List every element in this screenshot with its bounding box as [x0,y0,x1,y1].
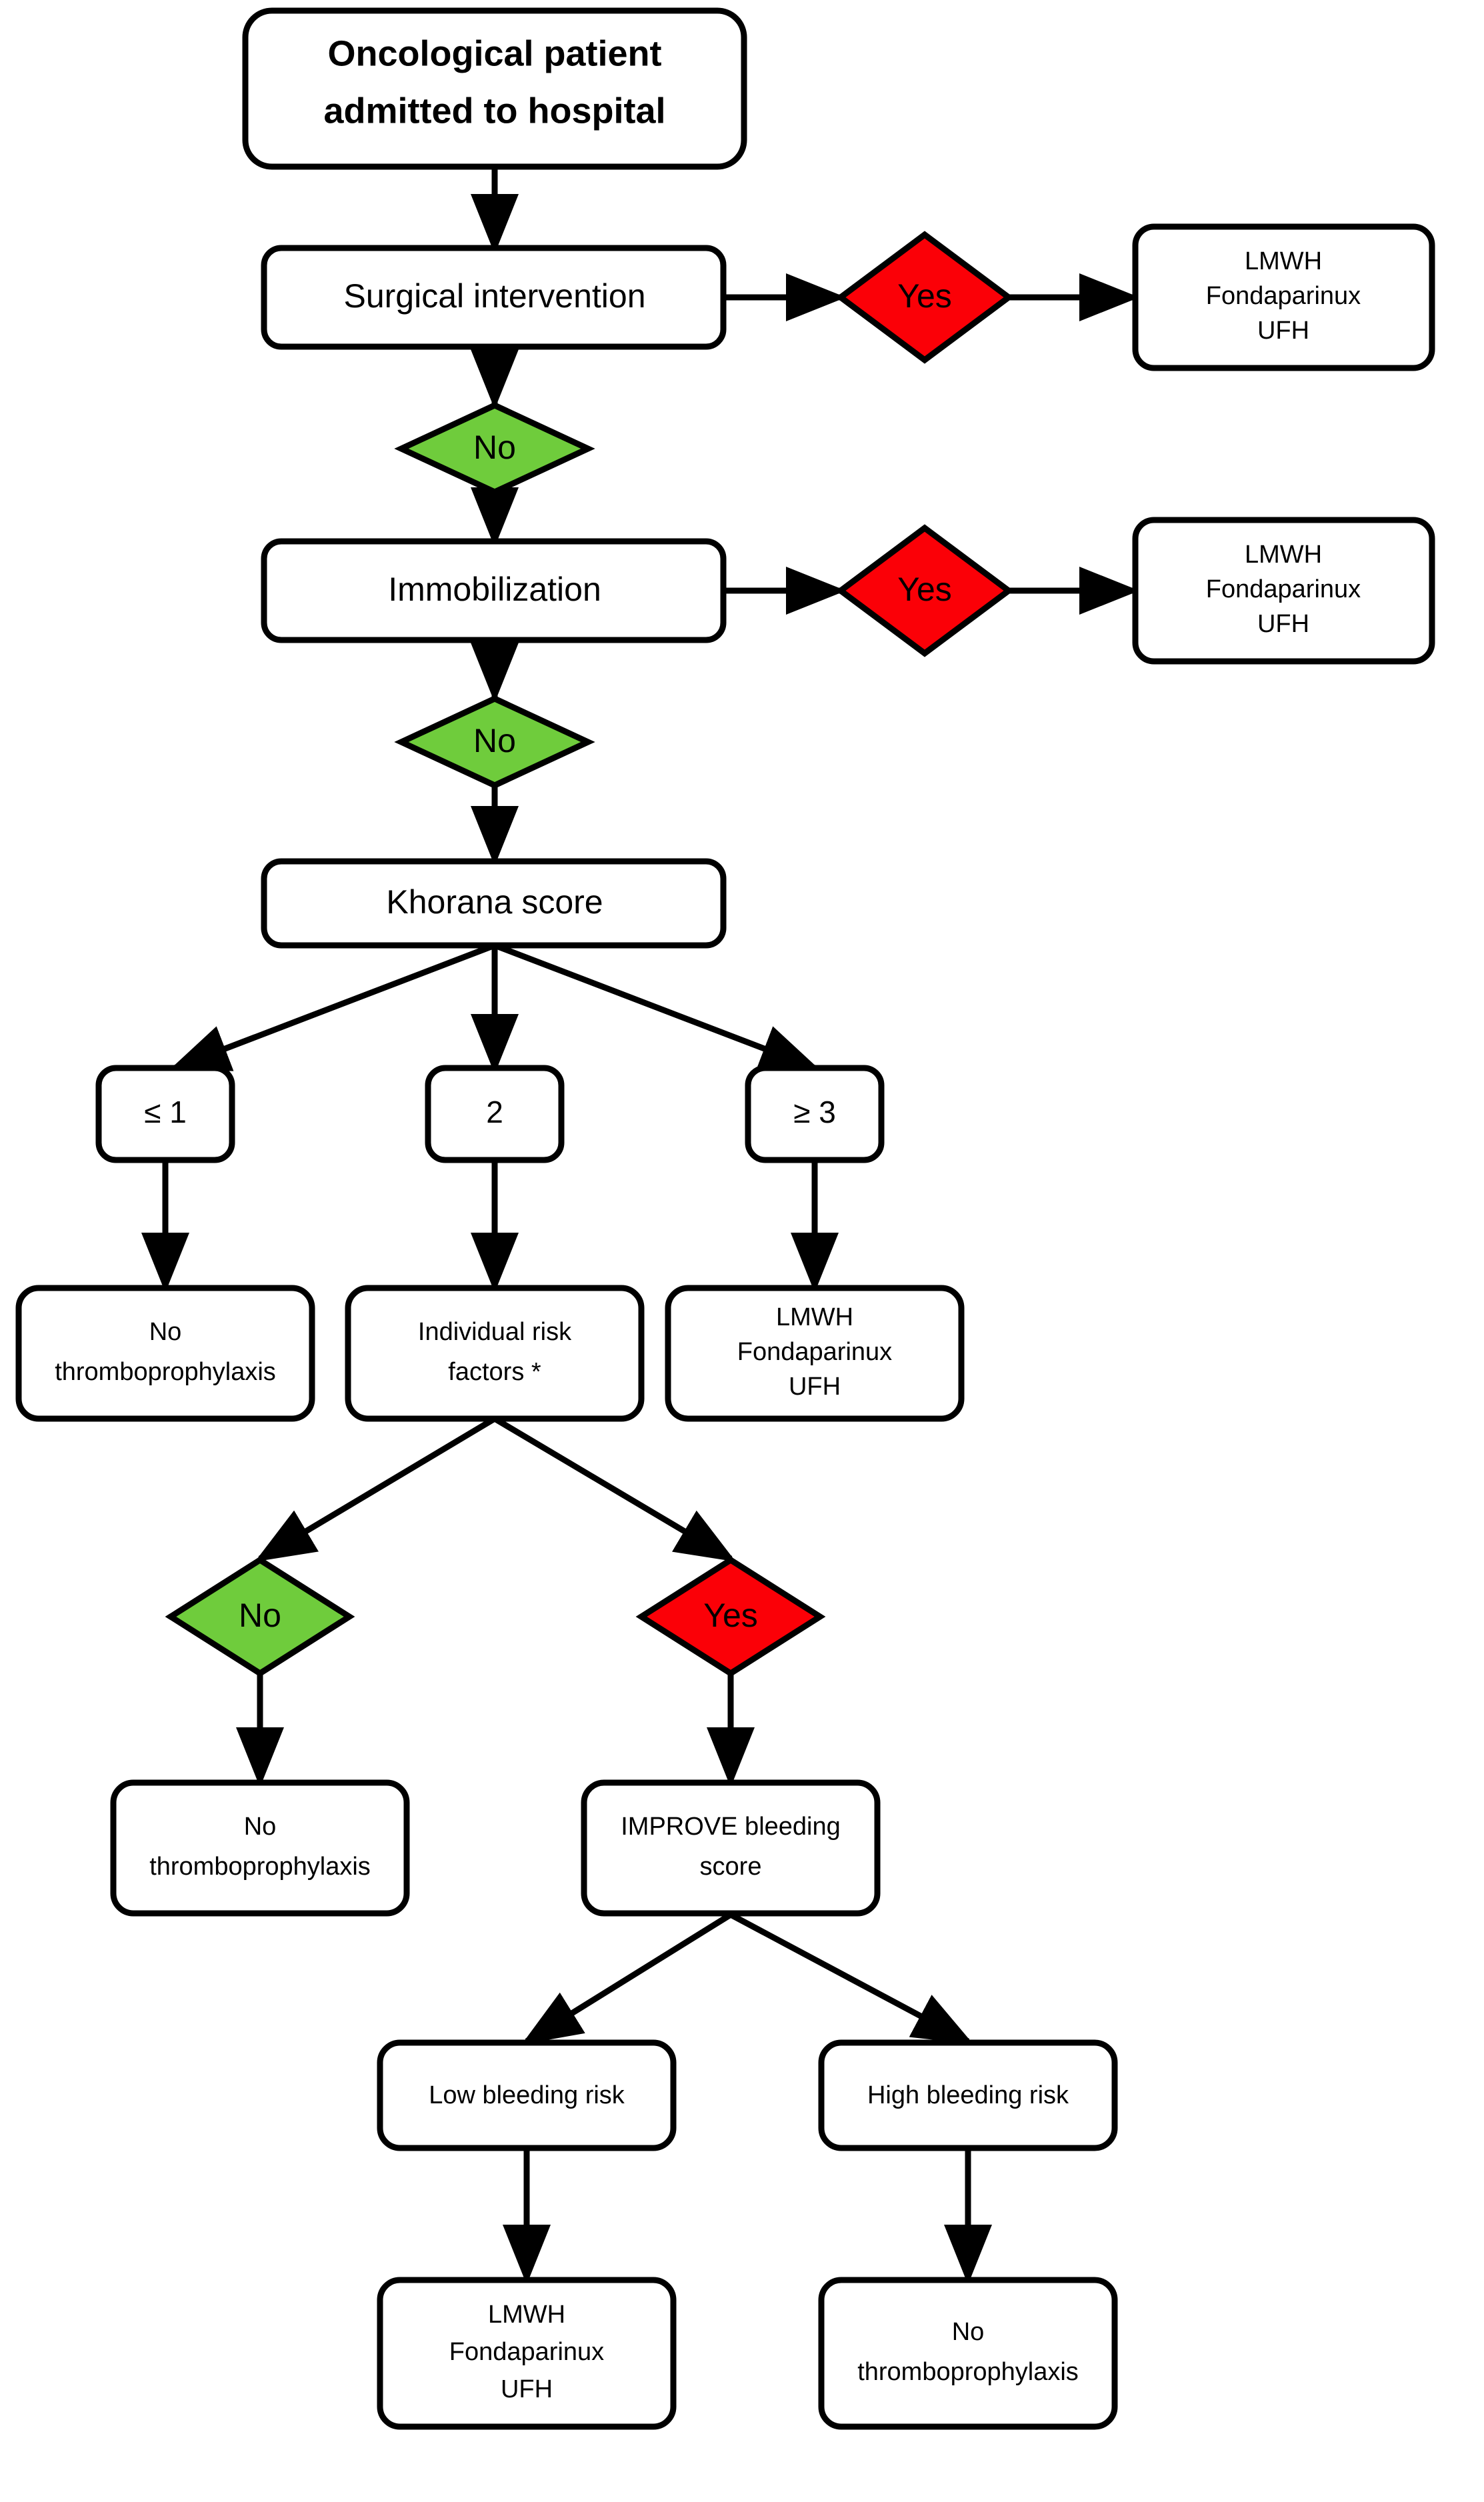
node-surgical-yes-diamond[interactable]: Yes [835,231,1014,364]
node-low-bleeding-outcome-line2: Fondaparinux [449,2338,604,2366]
edge-improve-to-low [521,1912,733,2045]
edge-khorana-to-high [493,942,821,1071]
node-high-score-outcome[interactable]: LMWH Fondaparinux UFH [665,1285,965,1422]
edge-improve-to-high [729,1912,973,2045]
node-immobilization-no-diamond[interactable]: No [394,695,595,789]
edge-riskfactors-to-no [255,1416,497,1562]
node-individual-risk-factors[interactable]: Individual risk factors * [345,1285,645,1422]
node-high-outcome-line1: LMWH [776,1303,853,1331]
node-improve-bleeding-score[interactable]: IMPROVE bleeding score [581,1779,881,1917]
node-surgical-no-label: No [473,429,516,466]
node-high-outcome-line2: Fondaparinux [737,1338,892,1366]
node-low-bleeding-outcome-line1: LMWH [488,2301,565,2329]
node-low-bleeding-risk[interactable]: Low bleeding risk [377,2039,677,2151]
node-immobilization-no-label: No [473,722,516,759]
node-surgical-treatment[interactable]: LMWH Fondaparinux UFH [1132,223,1435,371]
node-risk-factors-line2: factors * [448,1358,541,1386]
node-high-bleeding-outcome-line1: No [952,2318,985,2346]
node-immobilization-label: Immobilization [388,571,601,608]
edge-riskfactors-to-yes [493,1416,736,1562]
node-low-bleeding-outcome-line3: UFH [501,2375,553,2403]
node-risk-no-outcome-line2: thromboprophylaxis [149,1853,371,1881]
node-surgical-treatment-line3: UFH [1257,317,1309,345]
node-khorana-low-label: ≤ 1 [144,1095,187,1129]
node-risk-no-diamond[interactable]: No [165,1556,355,1677]
node-improve-line1: IMPROVE bleeding [621,1813,841,1841]
node-risk-no-label: No [239,1597,281,1634]
node-high-bleeding-label: High bleeding risk [867,2081,1069,2109]
node-start-line1: Oncological patient [327,33,661,73]
node-khorana-high[interactable]: ≥ 3 [745,1065,885,1163]
node-risk-no-outcome-line1: No [244,1813,277,1841]
node-immobilization-treatment-line3: UFH [1257,610,1309,638]
node-immobilization-yes-diamond[interactable]: Yes [835,524,1014,657]
node-high-bleeding-outcome-line2: thromboprophylaxis [857,2358,1079,2386]
node-surgical-no-diamond[interactable]: No [394,402,595,495]
node-immobilization-treatment[interactable]: LMWH Fondaparinux UFH [1132,517,1435,665]
edge-khorana-to-low [169,942,496,1071]
node-immobilization-treatment-line1: LMWH [1245,541,1322,569]
node-khorana-mid[interactable]: 2 [425,1065,565,1163]
node-immobilization[interactable]: Immobilization [261,538,727,643]
node-start-line2: admitted to hospital [324,91,666,131]
node-khorana-low[interactable]: ≤ 1 [95,1065,235,1163]
node-surgical-yes-label: Yes [897,277,952,315]
node-low-score-outcome[interactable]: No thromboprophylaxis [15,1285,315,1422]
node-immobilization-treatment-line2: Fondaparinux [1206,575,1361,603]
node-surgical-intervention[interactable]: Surgical intervention [261,245,727,350]
node-start[interactable]: Oncological patient admitted to hospital [242,7,747,170]
node-khorana-high-label: ≥ 3 [793,1095,836,1129]
node-improve-line2: score [700,1853,762,1881]
node-risk-factors-line1: Individual risk [418,1318,572,1346]
node-high-outcome-line3: UFH [789,1373,841,1401]
node-high-bleeding-outcome[interactable]: No thromboprophylaxis [818,2277,1118,2430]
node-immobilization-yes-label: Yes [897,571,952,608]
node-low-outcome-line1: No [149,1318,182,1346]
node-surgical-treatment-line1: LMWH [1245,247,1322,275]
node-risk-yes-label: Yes [703,1597,758,1634]
node-risk-yes-diamond[interactable]: Yes [635,1556,826,1677]
node-risk-no-outcome[interactable]: No thromboprophylaxis [110,1779,410,1917]
node-surgical-treatment-line2: Fondaparinux [1206,282,1361,310]
node-surgical-label: Surgical intervention [343,277,645,315]
node-low-bleeding-label: Low bleeding risk [429,2081,625,2109]
node-high-bleeding-risk[interactable]: High bleeding risk [818,2039,1118,2151]
node-khorana-mid-label: 2 [486,1095,503,1129]
node-low-outcome-line2: thromboprophylaxis [55,1358,276,1386]
node-low-bleeding-outcome[interactable]: LMWH Fondaparinux UFH [377,2277,677,2430]
node-khorana-score[interactable]: Khorana score [261,858,727,949]
node-khorana-label: Khorana score [386,883,603,921]
